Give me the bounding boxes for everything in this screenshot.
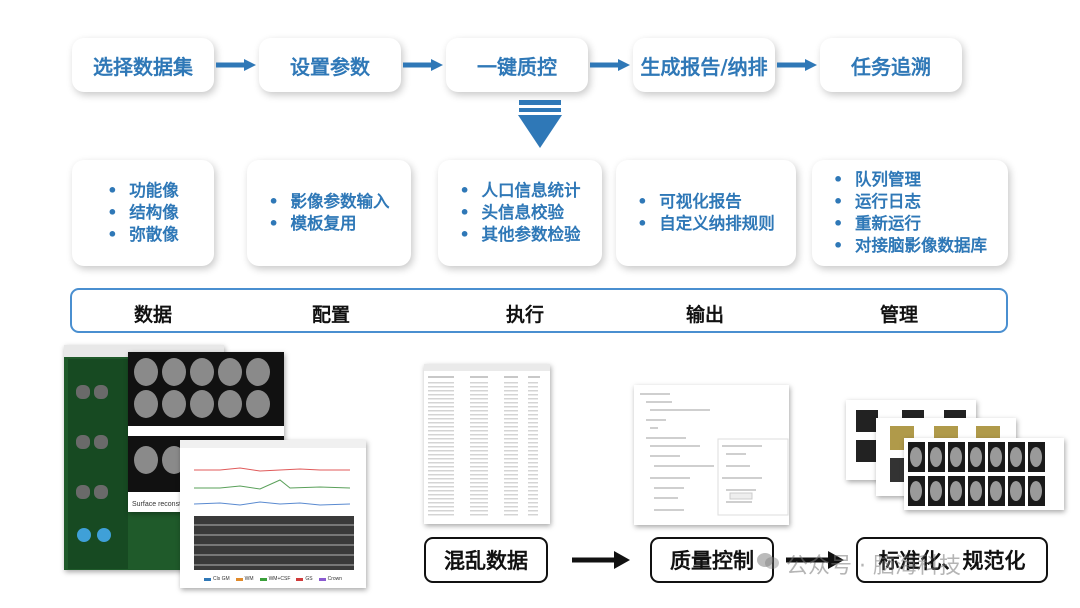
step-set-parameters: 设置参数 bbox=[259, 38, 401, 92]
standardized-slices-front bbox=[904, 438, 1064, 510]
card-item: 结构像 bbox=[107, 202, 179, 224]
wechat-icon bbox=[756, 551, 780, 577]
timeseries-screenshot: Cls GM WM WM+CSF GS Crown bbox=[180, 440, 366, 588]
stage-bar: 数据 配置 执行 输出 管理 bbox=[70, 288, 1008, 333]
card-item: 影像参数输入 bbox=[269, 191, 390, 213]
arrow-right-icon bbox=[216, 59, 256, 71]
card-item: 模板复用 bbox=[269, 213, 390, 235]
step-task-trace: 任务追溯 bbox=[820, 38, 962, 92]
step-one-click-qc: 一键质控 bbox=[446, 38, 588, 92]
arrow-right-icon bbox=[786, 551, 844, 573]
card-item: 头信息校验 bbox=[460, 202, 581, 224]
stage-label-manage: 管理 bbox=[879, 304, 918, 326]
stage-label-output: 输出 bbox=[685, 304, 724, 326]
arrow-right-icon bbox=[572, 551, 630, 573]
card-execute: 人口信息统计 头信息校验 其他参数检验 bbox=[438, 160, 602, 266]
card-item: 对接脑影像数据库 bbox=[833, 235, 987, 257]
file-table-screenshot bbox=[424, 364, 550, 524]
watermark: 公众号 · 脑海科技 bbox=[756, 548, 961, 580]
box-chaotic-data: 混乱数据 bbox=[424, 537, 548, 583]
watermark-text: 公众号 · 脑海科技 bbox=[786, 554, 961, 579]
report-title: Surface reconstruction bbox=[132, 501, 202, 508]
card-item: 重新运行 bbox=[833, 213, 987, 235]
card-item: 队列管理 bbox=[833, 169, 987, 191]
card-item: 可视化报告 bbox=[637, 191, 775, 213]
card-item: 弥散像 bbox=[107, 224, 179, 246]
card-item: 运行日志 bbox=[833, 191, 987, 213]
timeseries-legend: Cls GM WM WM+CSF GS Crown bbox=[204, 576, 342, 582]
card-config: 影像参数输入 模板复用 bbox=[247, 160, 411, 266]
arrow-right-icon bbox=[590, 59, 630, 71]
card-output: 可视化报告 自定义纳排规则 bbox=[616, 160, 796, 266]
card-item: 功能像 bbox=[107, 180, 179, 202]
arrow-right-icon bbox=[403, 59, 443, 71]
card-item: 自定义纳排规则 bbox=[637, 213, 775, 235]
stage-label-execute: 执行 bbox=[505, 304, 544, 326]
step-generate-report: 生成报告/纳排 bbox=[633, 38, 775, 92]
stage-label-config: 配置 bbox=[311, 304, 350, 326]
card-item: 其他参数检验 bbox=[460, 224, 581, 246]
card-manage: 队列管理 运行日志 重新运行 对接脑影像数据库 bbox=[812, 160, 1008, 266]
config-panel-screenshot bbox=[634, 385, 789, 525]
step-select-dataset: 选择数据集 bbox=[72, 38, 214, 92]
arrow-down-icon bbox=[516, 100, 564, 154]
card-data: 功能像 结构像 弥散像 bbox=[72, 160, 214, 266]
arrow-right-icon bbox=[777, 59, 817, 71]
stage-label-data: 数据 bbox=[133, 304, 172, 326]
box-standardization: 标准化、规范化 bbox=[856, 537, 1048, 583]
card-item: 人口信息统计 bbox=[460, 180, 581, 202]
